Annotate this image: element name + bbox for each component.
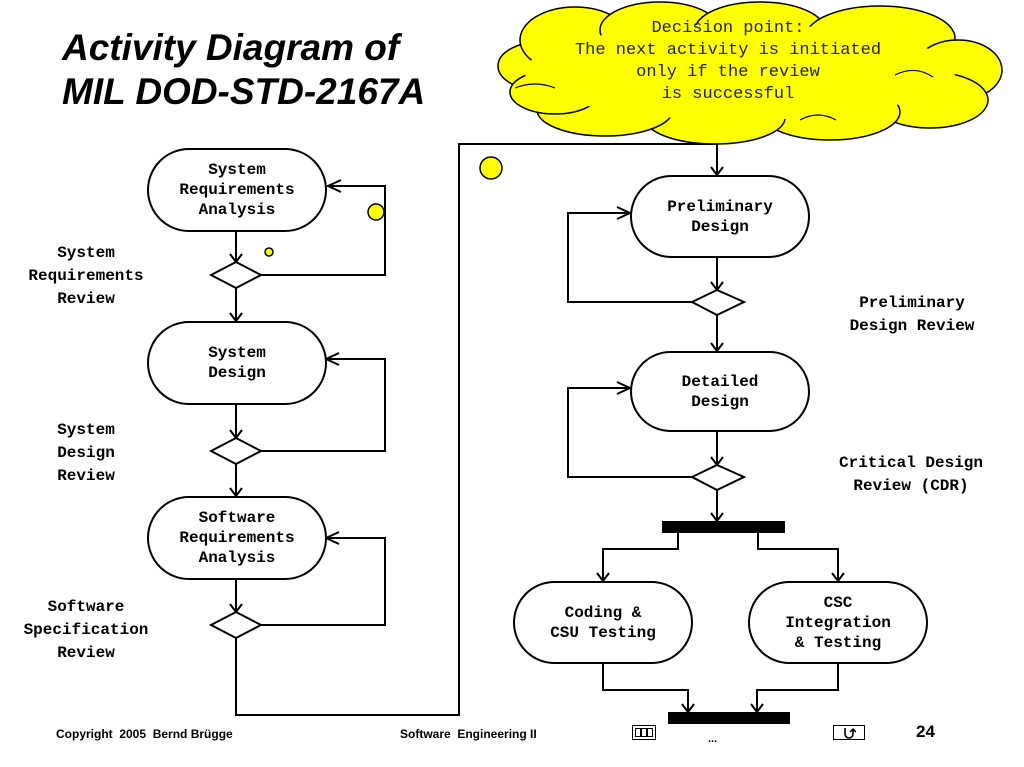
footer-ellipsis: ... xyxy=(708,733,718,745)
decision-diamond-pdr xyxy=(689,288,747,317)
slide-sorter-icon[interactable] xyxy=(632,725,656,740)
activity-label: System xyxy=(208,161,266,179)
activity-label: System xyxy=(208,344,266,362)
loop-cdr-to-dd xyxy=(567,387,692,478)
decision-diamond-srr xyxy=(208,260,264,290)
activity-coding-csu-testing: Coding & CSU Testing xyxy=(513,581,693,664)
activity-label: Coding & xyxy=(564,603,642,622)
thought-bubble-large xyxy=(479,156,503,180)
title-line-1: Activity Diagram of xyxy=(62,27,400,68)
activity-csc-integration-testing: CSC Integration & Testing xyxy=(748,581,928,664)
activity-label: Analysis xyxy=(198,201,276,219)
return-icon[interactable] xyxy=(833,725,865,740)
review-label-line: Requirements xyxy=(28,267,144,285)
callout-line-2: The next activity is initiated xyxy=(574,41,882,60)
thought-bubble-medium xyxy=(367,203,385,221)
join-bar xyxy=(668,712,790,724)
activity-label: Software xyxy=(198,509,276,527)
activity-label: & Testing xyxy=(794,633,882,652)
activity-label: Requirements xyxy=(179,181,295,199)
flow-csc-to-join xyxy=(756,664,839,712)
activity-label: Design xyxy=(691,392,749,411)
loop-ssr-to-swra xyxy=(261,537,386,626)
review-label-line: Review (CDR) xyxy=(853,477,969,495)
flow-fork-to-csc xyxy=(757,533,839,581)
flow-ssr-to-pd xyxy=(235,143,718,716)
loop-sdr-to-sd xyxy=(261,358,386,452)
slide-title: Activity Diagram of MIL DOD-STD-2167A xyxy=(62,26,425,114)
review-label-line: Preliminary xyxy=(859,294,965,312)
flow-fork-to-coding xyxy=(602,533,679,581)
callout-line-3: only if the review xyxy=(636,63,820,82)
activity-preliminary-design: Preliminary Design xyxy=(630,175,810,258)
callout-line-4: is successful xyxy=(661,85,795,104)
review-label-pdr: Preliminary Design Review xyxy=(822,292,1002,338)
fork-bar xyxy=(662,521,785,533)
thought-bubble-small xyxy=(264,247,274,257)
review-label-line: System xyxy=(57,421,115,439)
activity-software-requirements-analysis: Software Requirements Analysis xyxy=(147,496,327,580)
review-label-line: Review xyxy=(57,644,115,662)
activity-label: Design xyxy=(208,364,266,382)
review-label-line: Software xyxy=(47,598,125,616)
activity-system-design: System Design xyxy=(147,321,327,405)
review-label-line: System xyxy=(57,244,115,262)
decision-diamond-cdr xyxy=(689,463,747,492)
decision-point-callout xyxy=(497,1,1003,145)
loop-srr-to-sra xyxy=(261,185,386,276)
activity-label: CSC xyxy=(823,593,853,612)
review-label-ssr: Software Specification Review xyxy=(0,596,172,665)
page-number: 24 xyxy=(916,722,935,741)
title-line-2: MIL DOD-STD-2167A xyxy=(62,71,426,112)
review-label-line: Design Review xyxy=(849,317,975,335)
decision-diamond-ssr xyxy=(208,610,264,640)
return-glyph xyxy=(844,727,856,739)
arrow-head xyxy=(325,179,342,193)
activity-system-requirements-analysis: System Requirements Analysis xyxy=(147,148,327,232)
activity-label: Detailed xyxy=(681,372,759,391)
callout-line-1: Decision point: xyxy=(651,19,805,38)
review-label-line: Critical Design xyxy=(838,454,984,472)
review-label-cdr: Critical Design Review (CDR) xyxy=(816,452,1006,498)
review-label-line: Design xyxy=(57,444,115,462)
activity-label: Design xyxy=(691,217,749,236)
review-label-srr: System Requirements Review xyxy=(0,242,172,311)
activity-label: Preliminary xyxy=(667,197,773,216)
review-label-sdr: System Design Review xyxy=(0,419,172,488)
activity-label: Integration xyxy=(785,613,891,632)
activity-label: Requirements xyxy=(179,529,295,547)
slide-sorter-glyph xyxy=(635,728,653,737)
review-label-line: Review xyxy=(57,290,115,308)
activity-label: Analysis xyxy=(198,549,276,567)
decision-point-callout-text: Decision point: The next activity is ini… xyxy=(508,18,948,106)
activity-detailed-design: Detailed Design xyxy=(630,351,810,432)
footer-copyright: Copyright 2005 Bernd Brügge xyxy=(56,727,233,741)
footer-course: Software Engineering II xyxy=(400,727,537,741)
activity-label: CSU Testing xyxy=(550,623,656,642)
review-label-line: Specification xyxy=(23,621,149,639)
flow-coding-to-join xyxy=(602,664,689,712)
review-label-line: Review xyxy=(57,467,115,485)
loop-pdr-to-pd xyxy=(567,212,692,303)
decision-diamond-sdr xyxy=(208,436,264,466)
